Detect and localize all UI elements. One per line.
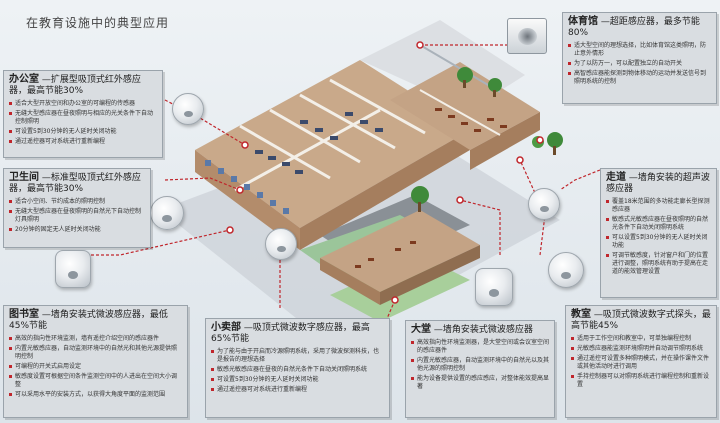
restroom-subtitle: —标准型吸顶式红外感应器，最高节能30% — [9, 173, 141, 194]
library-subtitle: —墙角安装式微波感应器，最低45%节能 — [9, 310, 168, 331]
classroom-name: 教室 — [571, 309, 591, 320]
list-item: 可编程的开关式启用设定 — [9, 363, 182, 371]
corridor-subtitle: —墙角安装的超声波感应器 — [606, 173, 710, 194]
lobby-subtitle: —墙角安装式微波感应器 — [431, 325, 533, 335]
list-item: 内置光敏感应器，自动监测环境中的自然光和其他光源提供照明控制 — [9, 345, 182, 361]
list-item: 可设置5到30分钟的无人延时关闭功能 — [9, 128, 157, 136]
library-panel: 图书室 —墙角安装式微波感应器，最低45%节能 高效的指向性环境监测，墙有遥控介… — [3, 305, 188, 418]
list-item: 通过遥控器可对系统进行重新编程 — [9, 138, 157, 146]
corridor-panel: 走道 —墙角安装的超声波感应器 覆盖18米范围的多功能走廊长型探测感应器 敏感式… — [600, 168, 717, 298]
list-item: 内置光敏感应器，自动监测环境中的自然光以及其他光源的照明控制 — [411, 357, 549, 373]
list-item: 可以设置5到30分钟的无人延时关闭功能 — [606, 234, 711, 250]
list-item: 20分钟的固定无人延时关闭功能 — [9, 226, 145, 234]
store-name: 小卖部 — [211, 322, 241, 333]
list-item: 可设置5到30分钟的无人延时关闭功能 — [211, 376, 384, 384]
gym-sensor-icon — [507, 18, 547, 54]
restroom-name: 卫生间 — [9, 172, 39, 183]
store-panel: 小卖部 —吸顶式微波数字感应器，最高65%节能 为了能与由于开启而冷源照明系统，… — [205, 318, 390, 418]
classroom-panel: 教室 —吸顶式微波数字式探头，最高节能45% 适用于工作空间和教室中，可单独编程… — [565, 305, 717, 418]
list-item: 通过遥控器可对系统进行重新编程 — [211, 386, 384, 394]
list-item: 适合小空间、节约成本的照明控制 — [9, 198, 145, 206]
classroom-sensor-icon — [548, 252, 584, 288]
library-sensor-icon — [55, 250, 91, 288]
list-item: 适大型空间的理想选择，比如体育馆这类照明，防止意外情形 — [568, 42, 711, 58]
list-item: 敏感光敏感应器在昼夜的自然光条件下自动关闭照明系统 — [211, 366, 384, 374]
list-item: 高效指向性环境监测器，是大堂空间或会议室空间的感应器件 — [411, 339, 549, 355]
list-item: 适合大型开放空间和办公室的可编程的传感器 — [9, 100, 157, 108]
list-item: 高效的指向性环境监测，墙有遥控介绍空间的感应器件 — [9, 335, 182, 343]
corridor-sensor-icon — [528, 188, 560, 220]
list-item: 能为设备提供设置的感应感应，对整体能效提高显著 — [411, 375, 549, 391]
gym-panel: 体育馆 —超距感应器，最多节能80% 适大型空间的理想选择，比如体育馆这类照明，… — [562, 12, 717, 104]
list-item: 手持控制器可以对照明系统进行编程控制和重新设置 — [571, 373, 711, 389]
gym-name: 体育馆 — [568, 16, 598, 27]
store-subtitle: —吸顶式微波数字感应器，最高65%节能 — [211, 323, 370, 344]
gym-subtitle: —超距感应器，最多节能80% — [568, 17, 700, 38]
restroom-sensor-icon — [150, 196, 184, 230]
list-item: 为了能与由于开启而冷源照明系统，采用了微波探测科技，也是报告的理想选择 — [211, 348, 384, 364]
office-sensor-icon — [172, 93, 204, 125]
office-name: 办公室 — [9, 74, 39, 85]
lobby-name: 大堂 — [411, 324, 431, 335]
corridor-name: 走道 — [606, 172, 626, 183]
lobby-sensor-icon — [475, 268, 513, 306]
list-item: 光敏感应器能监测环境照明并自动调节照明系统 — [571, 345, 711, 353]
restroom-panel: 卫生间 —标准型吸顶式红外感应器，最高节能30% 适合小空间、节约成本的照明控制… — [3, 168, 151, 248]
store-sensor-icon — [265, 228, 297, 260]
list-item: 为了以防万一，可以配置独立的自动开关 — [568, 60, 711, 68]
list-item: 无缝大型感应器在昼夜照明与相应的光关条件下自动控制照明 — [9, 110, 157, 126]
list-item: 可以采用水平的安装方式，以获得大角度平面的监测范围 — [9, 391, 182, 399]
list-item: 可调节敏感度，针对窗户和门的位置进行调整，照明系统有助于提高在走道的能效管理设置 — [606, 252, 711, 276]
classroom-subtitle: —吸顶式微波数字式探头，最高节能45% — [571, 310, 711, 331]
office-panel: 办公室 —扩展型吸顶式红外感应器，最高节能30% 适合大型开放空间和办公室的可编… — [3, 70, 163, 158]
diagram-title: 在教育设施中的典型应用 — [26, 16, 170, 30]
office-subtitle: —扩展型吸顶式红外感应器，最高节能30% — [9, 75, 141, 96]
list-item: 高智感应器能探测到物体移动的运动并发送信号到照明系统的控制 — [568, 70, 711, 86]
list-item: 无缝大型感应器在昼夜照明的自然光下自动控制灯具照明 — [9, 208, 145, 224]
list-item: 敏感度设置可根据空间条件监测空间中的人进出在空间大小调整 — [9, 373, 182, 389]
trees — [411, 67, 563, 212]
list-item: 通过遥控可设置多种照明模式，并在操作课件文件或其他活动时进行调用 — [571, 355, 711, 371]
list-item: 敏感式光敏感应器在昼夜照明的自然光条件下自动关闭照明系统 — [606, 216, 711, 232]
list-item: 覆盖18米范围的多功能走廊长型探测感应器 — [606, 198, 711, 214]
lobby-panel: 大堂 —墙角安装式微波感应器 高效指向性环境监测器，是大堂空间或会议室空间的感应… — [405, 320, 555, 418]
library-name: 图书室 — [9, 309, 39, 320]
list-item: 适用于工作空间和教室中，可单独编程控制 — [571, 335, 711, 343]
